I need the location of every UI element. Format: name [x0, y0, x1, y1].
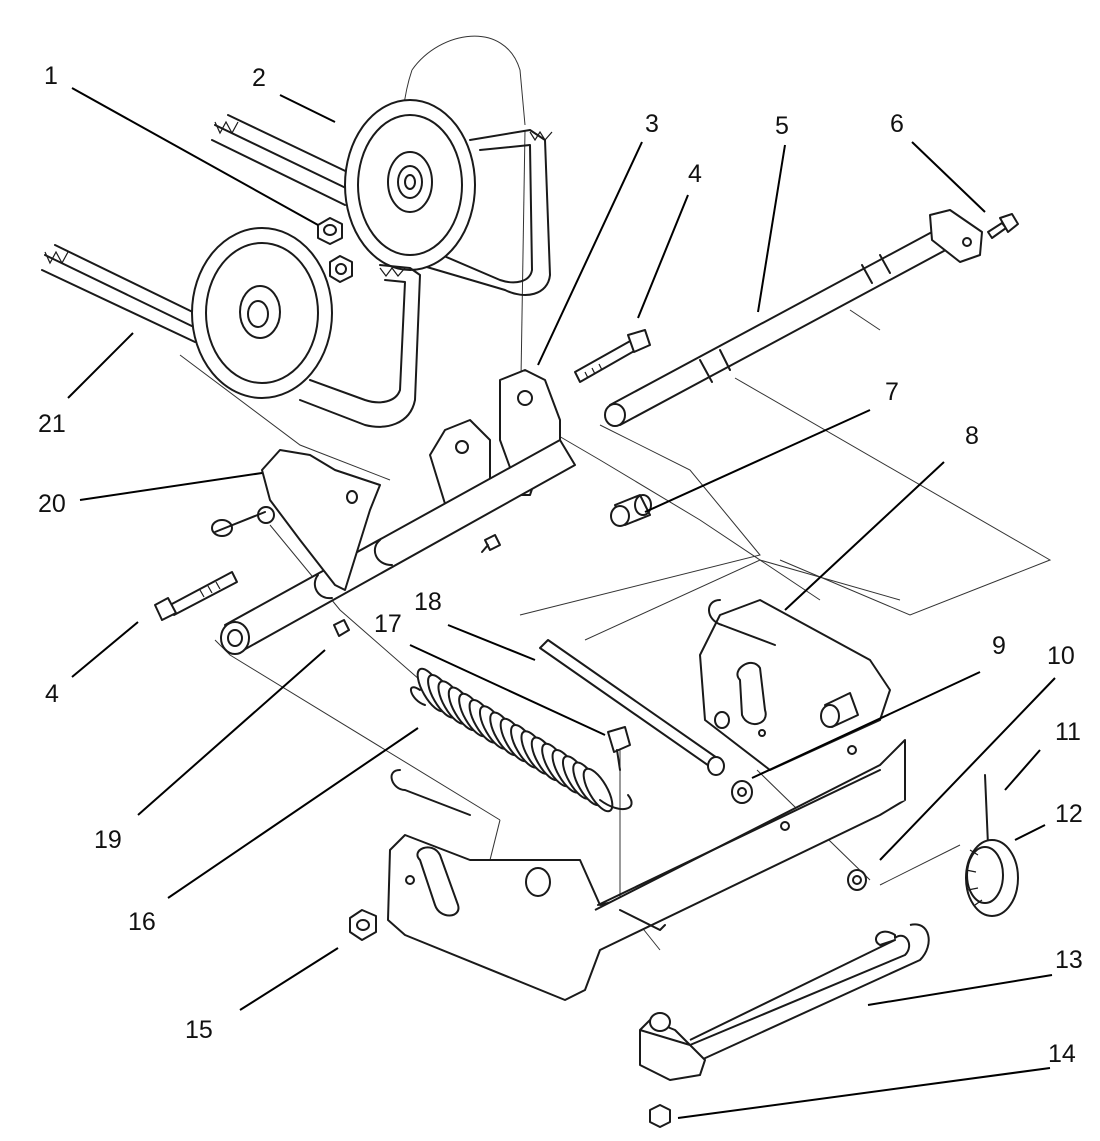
callout-8: 8 [965, 422, 979, 450]
flat-washer [731, 780, 867, 891]
callout-20: 20 [38, 490, 66, 518]
callout-7: 7 [885, 378, 899, 406]
leader-lines [67, 87, 1056, 1119]
belt-upper [211, 114, 553, 296]
callout-5: 5 [775, 112, 789, 140]
belt-lower [41, 244, 421, 428]
height-plate [699, 599, 891, 771]
retaining-clip [333, 534, 501, 637]
callout-4-upper: 4 [688, 160, 702, 188]
extension-spring [410, 667, 633, 813]
callout-11: 11 [1055, 718, 1081, 746]
adjustment-rod [539, 639, 725, 776]
callout-6: 6 [890, 110, 904, 138]
callout-16: 16 [128, 908, 156, 936]
callout-21: 21 [38, 410, 66, 438]
hex-nut [349, 909, 671, 1128]
callout-9: 9 [992, 632, 1006, 660]
cross-tube [220, 439, 576, 655]
lift-handle [639, 923, 930, 1081]
callout-15: 15 [185, 1016, 213, 1044]
mount-bracket [211, 449, 381, 591]
pulley-upper [344, 99, 476, 271]
flange-nut [317, 217, 353, 283]
callout-17: 17 [374, 610, 402, 638]
callout-12: 12 [1055, 800, 1083, 828]
callout-3: 3 [645, 110, 659, 138]
callout-1: 1 [44, 62, 58, 90]
bushing [610, 494, 652, 527]
hex-bolt [154, 329, 651, 621]
callout-19: 19 [94, 826, 122, 854]
pulley-lower [191, 227, 333, 399]
callout-18: 18 [414, 588, 442, 616]
callout-14: 14 [1048, 1040, 1076, 1068]
shoulder-bolt [607, 726, 631, 771]
side-plate [387, 739, 906, 1001]
callout-2: 2 [252, 64, 266, 92]
callout-4-lower: 4 [45, 680, 59, 708]
pivot-shaft [604, 209, 983, 427]
spring-coil [582, 767, 614, 813]
callout-13: 13 [1055, 946, 1083, 974]
cap-screw [987, 213, 1019, 239]
adjustment-knob [965, 774, 1019, 917]
callout-labels: 1 2 3 4 4 5 6 7 8 9 10 11 12 13 14 15 16… [38, 62, 1083, 1068]
callout-10: 10 [1047, 642, 1075, 670]
